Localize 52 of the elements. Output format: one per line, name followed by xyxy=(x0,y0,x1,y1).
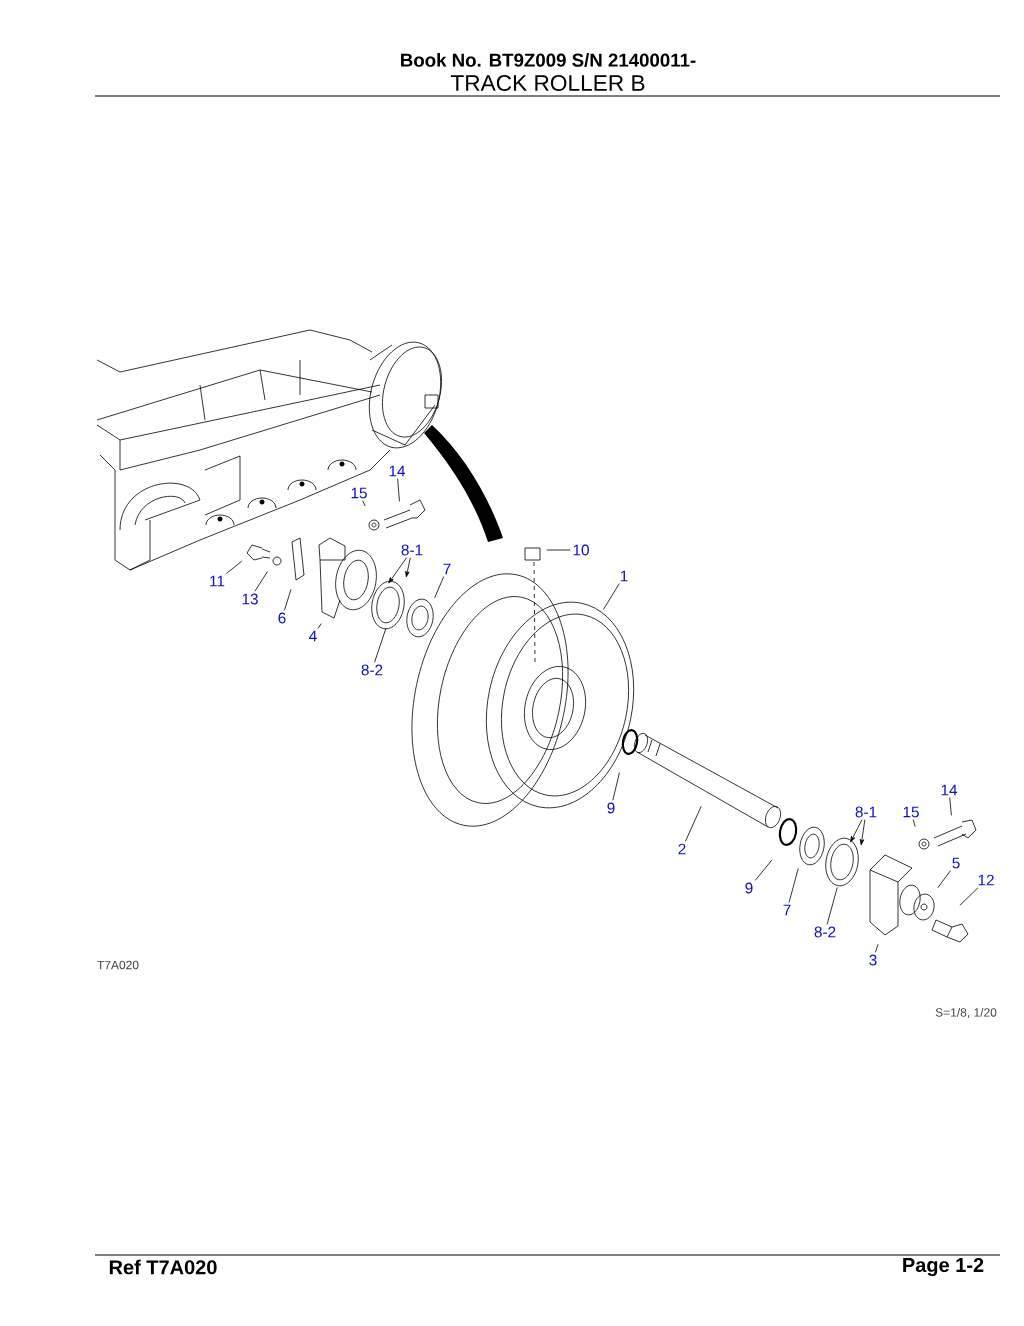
footer-reference: Ref T7A020 xyxy=(109,1259,217,1275)
drawing-code: T7A020 xyxy=(97,960,139,970)
callout-number: 7 xyxy=(783,904,791,916)
callout-number: 3 xyxy=(869,954,877,966)
leader-line xyxy=(685,805,702,842)
callout-number: 13 xyxy=(242,593,258,605)
callout-number: 14 xyxy=(389,465,406,477)
callout-number: 15 xyxy=(351,487,367,499)
leader-line xyxy=(284,588,292,611)
leader-line xyxy=(959,887,979,906)
callout-number: 10 xyxy=(573,544,589,556)
leader-line xyxy=(405,557,411,578)
callout-number: 6 xyxy=(278,612,286,624)
leader-line xyxy=(826,887,838,925)
leader-line xyxy=(875,943,879,953)
callout-number: 5 xyxy=(952,857,960,869)
page-number: Page 1-2 xyxy=(903,1257,984,1277)
scale-note: S=1/8, 1/20 xyxy=(935,1007,997,1019)
leader-line xyxy=(226,560,243,574)
leader-line xyxy=(546,549,571,551)
leader-line xyxy=(388,557,407,584)
leader-line xyxy=(254,571,268,592)
leader-line xyxy=(374,627,387,663)
leader-line xyxy=(397,478,400,502)
header-text: Book No. BT9Z009 S/N 21400011- xyxy=(401,53,696,67)
callout-number: 4 xyxy=(309,630,317,642)
leader-line xyxy=(788,868,799,903)
leader-line xyxy=(612,772,620,801)
callout-number: 7 xyxy=(443,563,451,575)
callout-number: 15 xyxy=(903,806,919,818)
callout-number: 9 xyxy=(607,802,615,814)
leader-line xyxy=(603,583,620,610)
callout-number: 8-2 xyxy=(361,664,383,676)
callout-number: 2 xyxy=(678,843,686,855)
leader-line xyxy=(754,859,773,881)
leader-line xyxy=(937,870,951,889)
callout-number: 14 xyxy=(941,784,958,796)
leader-line xyxy=(912,819,916,827)
leader-line xyxy=(317,623,322,629)
callout-number: 8-1 xyxy=(401,544,423,556)
callout-number: 11 xyxy=(210,575,225,587)
leader-line xyxy=(949,797,952,816)
callout-number: 9 xyxy=(745,882,753,894)
callout-number: 12 xyxy=(978,874,994,886)
page-title: TRACK ROLLER B xyxy=(450,74,645,92)
leader-line xyxy=(362,500,366,507)
leader-line xyxy=(434,576,445,599)
callout-number: 1 xyxy=(620,570,628,582)
callout-number: 8-2 xyxy=(814,926,836,938)
leader-line xyxy=(850,819,863,843)
callout-number: 8-1 xyxy=(855,806,877,818)
leader-line xyxy=(859,819,866,846)
